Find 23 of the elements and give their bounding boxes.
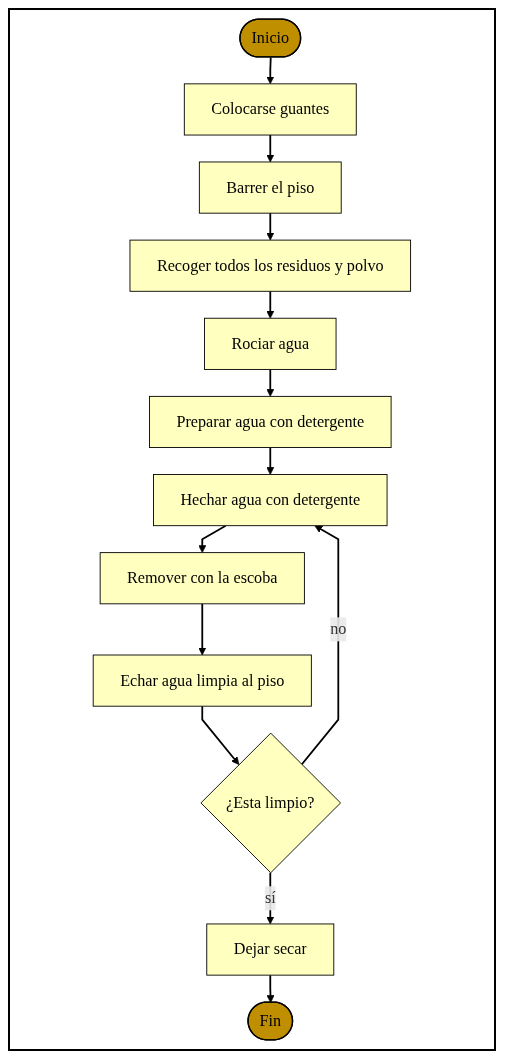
node-box: Rociar agua [204, 317, 337, 370]
node-box: Recoger todos los residuos y polvo [129, 239, 412, 292]
arrow [266, 974, 275, 1003]
node-box: Dejar secar [206, 923, 335, 976]
arrow [198, 524, 227, 553]
node-box: Remover con la escoba [99, 552, 305, 605]
arrow [266, 56, 275, 85]
node-box: Colocarse guantes [183, 83, 357, 136]
edge-label: no [330, 619, 347, 638]
arrow [201, 705, 240, 765]
node-box: Hechar agua con detergente [153, 474, 388, 527]
node-box: Barrer el piso [199, 161, 342, 214]
node-box: Preparar agua con detergente [149, 395, 392, 448]
arrow [198, 602, 207, 656]
arrow [300, 525, 340, 766]
arrow [266, 368, 275, 397]
node-diamond: ¿Esta limpio? [200, 732, 342, 874]
arrow [266, 212, 275, 241]
arrow [266, 446, 275, 475]
arrow [266, 134, 275, 163]
node-box: Echar agua limpia al piso [92, 654, 312, 707]
edge-label: sí [265, 888, 276, 907]
arrow [266, 290, 275, 319]
